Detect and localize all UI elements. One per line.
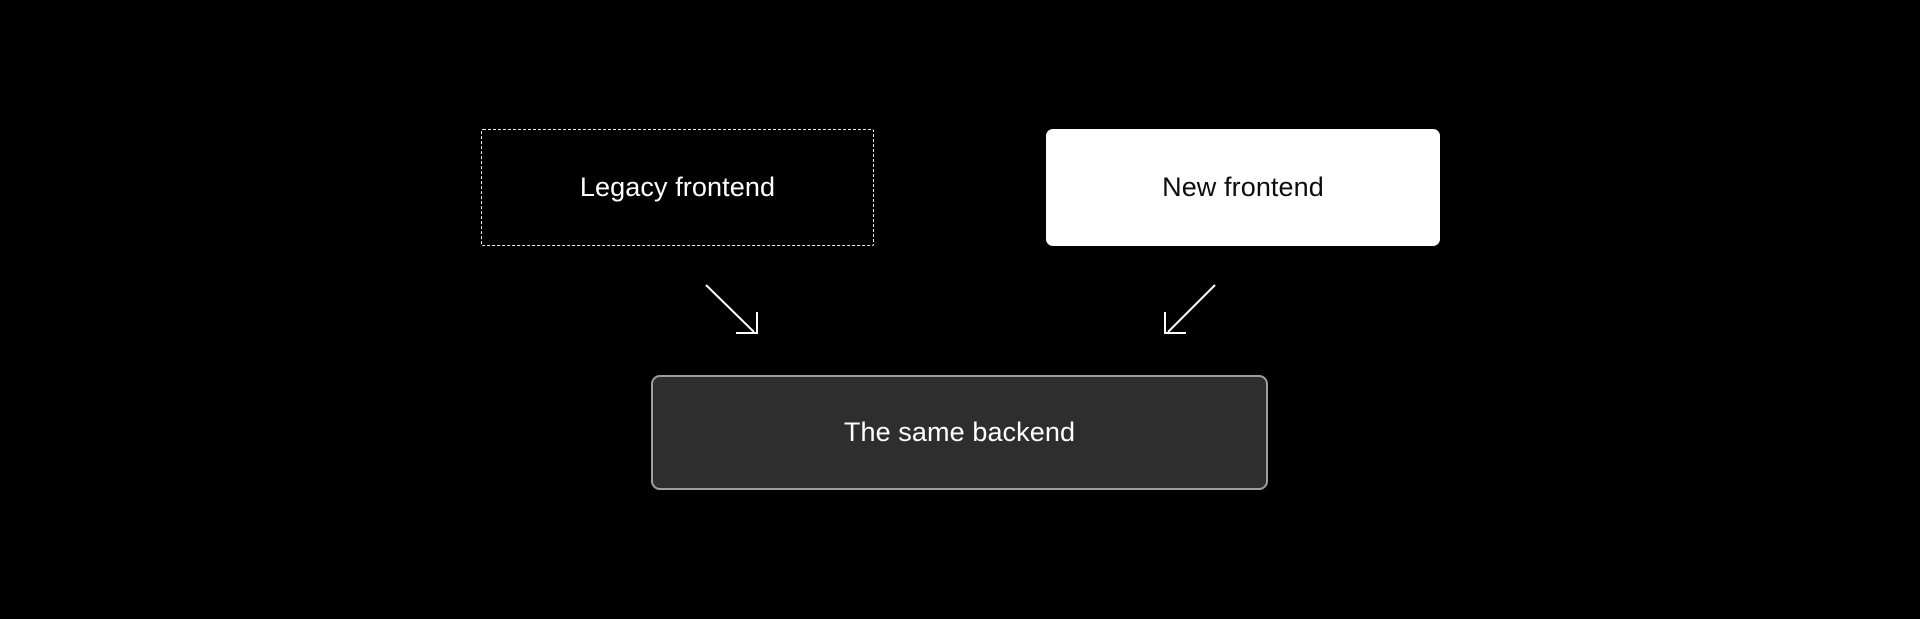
arrow-new-to-backend[interactable] [1164, 284, 1216, 334]
arrow-new-to-backend-head [1164, 312, 1186, 334]
node-the-same-backend-label: The same backend [843, 417, 1076, 448]
arrow-legacy-to-backend-shaft [705, 284, 755, 333]
node-new-frontend-label: New frontend [1162, 172, 1324, 203]
arrow-new-to-backend-shaft [1167, 284, 1216, 333]
node-new-frontend[interactable]: New frontend [1046, 129, 1440, 246]
node-the-same-backend[interactable]: The same backend [651, 375, 1268, 490]
arrow-legacy-to-backend-head [736, 312, 758, 334]
arrow-legacy-to-backend[interactable] [705, 284, 758, 334]
node-legacy-frontend[interactable]: Legacy frontend [481, 129, 874, 246]
node-legacy-frontend-label: Legacy frontend [579, 172, 776, 203]
